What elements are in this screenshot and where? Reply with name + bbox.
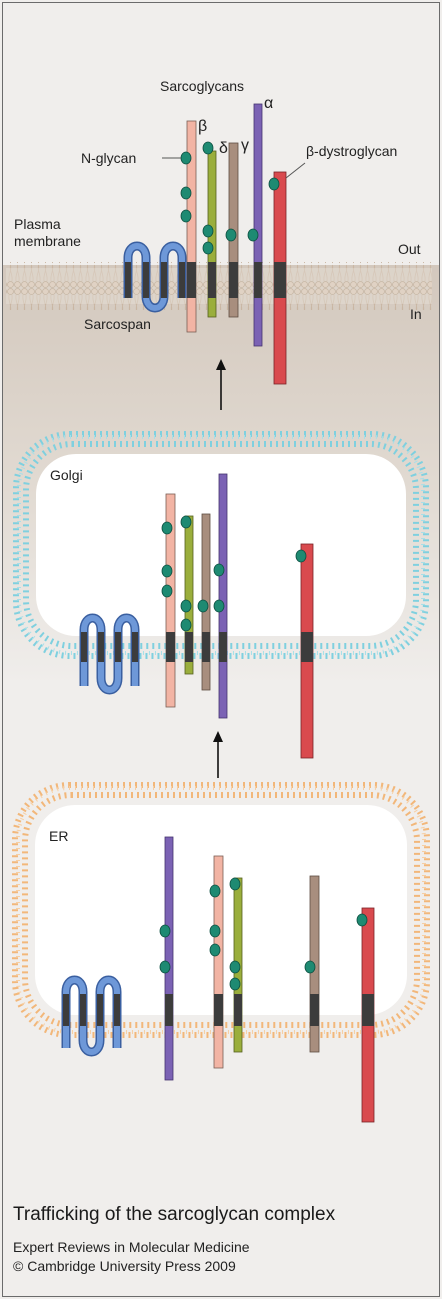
up-arrow-icon [216,359,226,410]
n-glycan-icon [180,141,280,255]
beta-dystroglycan-golgi [300,543,314,759]
beta-dystroglycan-pm [273,171,287,385]
beta-dystroglycan-label: β-dystroglycan [306,143,398,159]
alpha-sarcoglycan-golgi [218,473,228,719]
plasma-label: Plasma [14,216,61,232]
alpha-sarcoglycan-pm [253,103,263,347]
n-glycan-icon [159,877,368,991]
up-arrow-icon [213,731,223,778]
gamma-label: γ [241,137,249,154]
sarcospan-protein [79,613,140,695]
n-glycan-label: N-glycan [81,150,137,166]
alpha-label: α [264,95,274,112]
in-label: In [410,306,422,322]
n-glycan-icon [161,515,307,632]
membrane-label: membrane [14,233,81,249]
sarcospan-protein [61,975,122,1057]
sarcospan-protein [123,241,187,313]
copyright-credit: © Cambridge University Press 2009 [13,1258,236,1274]
beta-label: β [198,118,208,135]
delta-label: δ [219,140,228,157]
plasma-membrane [6,262,432,310]
sarcospan-label: Sarcospan [84,316,151,332]
beta-dystroglycan-er [361,907,375,1123]
golgi-label: Golgi [50,467,83,483]
figure-title: Trafficking of the sarcoglycan complex [13,1204,336,1225]
sarcoglycans-label: Sarcoglycans [160,78,245,94]
journal-credit: Expert Reviews in Molecular Medicine [13,1239,250,1255]
alpha-sarcoglycan-er [164,836,174,1081]
beta-sarcoglycan-er [213,855,224,1069]
beta-sarcoglycan-pm [186,120,197,333]
gamma-sarcoglycan-golgi [184,515,194,675]
beta-sarcoglycan-golgi [165,493,176,708]
er-label: ER [49,828,69,844]
dystroglycan-leader [285,162,306,179]
out-label: Out [398,241,421,257]
